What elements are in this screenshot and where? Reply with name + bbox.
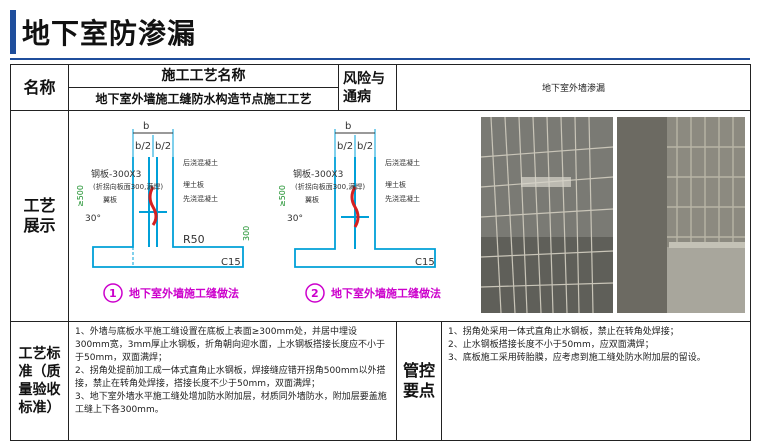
process-name-header: 施工工艺名称	[161, 68, 246, 84]
display-label: 工艺展示	[23, 196, 56, 235]
title-underline	[10, 58, 750, 60]
label-c15: C15	[221, 257, 241, 268]
label-c15: C15	[415, 257, 435, 268]
label-dim1: ≥500	[278, 185, 287, 207]
label-steel: 钢板-300X3	[91, 168, 141, 180]
process-name-value: 地下室外墙施工缝防水构造节点施工工艺	[69, 87, 338, 110]
label-flange: 翼板	[103, 195, 117, 204]
standard-item-2: 2、拐角处提前加工成一体式直角止水钢板，焊接缝应错开拐角500mm以外搭接，禁止…	[75, 366, 386, 389]
process-table: 名称 施工工艺名称 地下室外墙施工缝防水构造节点施工工艺 风险与通病 地下室外墙…	[10, 64, 751, 441]
risk-value: 地下室外墙渗漏	[396, 64, 751, 111]
control-item-3: 3、底板施工采用砖胎膜，应考虑到施工缝处防水附加层的留设。	[448, 353, 706, 363]
standard-label-cell: 工艺标准（质量验收标准）	[10, 321, 69, 441]
site-photo-2	[617, 117, 745, 313]
display-images-cell: b b/2 b/2 钢板-300X3 (折拐向板面300,满焊) 翼板 后浇混凝…	[68, 110, 751, 322]
standard-text-cell: 1、外墙与底板水平施工缝设置在底板上表面≥300mm处，并居中埋设300mm宽，…	[68, 321, 397, 441]
standard-label: 工艺标准（质量验收标准）	[18, 346, 61, 416]
display-label-cell: 工艺展示	[10, 110, 69, 322]
standard-item-1: 1、外墙与底板水平施工缝设置在底板上表面≥300mm处，并居中埋设300mm宽，…	[75, 327, 385, 363]
name-label-cell: 名称	[10, 64, 69, 111]
title-bar: 地下室防渗漏	[0, 0, 760, 60]
label-angle: 30°	[287, 214, 303, 224]
title-accent-bar	[10, 10, 16, 54]
label-b: b	[345, 121, 351, 132]
control-text: 1、拐角处采用一体式直角止水钢板，禁止在转角处焊接； 2、止水钢板搭接长度不小于…	[442, 322, 750, 440]
label-b: b	[143, 121, 149, 132]
drawing-1-caption: 地下室外墙施工缝做法	[129, 286, 239, 300]
page-title: 地下室防渗漏	[22, 17, 197, 50]
label-b2-right: b/2	[357, 141, 373, 152]
label-dim1: ≥500	[76, 185, 85, 207]
image-strip: b b/2 b/2 钢板-300X3 (折拐向板面300,满焊) 翼板 后浇混凝…	[69, 111, 750, 321]
control-item-2: 2、止水钢板搭接长度不小于50mm，应双面满焊；	[448, 340, 654, 350]
drawing-2-caption: 地下室外墙施工缝做法	[331, 286, 441, 300]
label-r50: R50	[183, 233, 205, 246]
label-soil: 埋土板	[385, 180, 406, 189]
label-pour-first: 先浇混凝土	[183, 194, 218, 203]
risk-label: 风险与通病	[343, 70, 385, 105]
name-label: 名称	[23, 77, 56, 97]
label-angle: 30°	[85, 214, 101, 224]
label-dim2: 300	[242, 226, 251, 241]
label-b2-left: b/2	[337, 141, 353, 152]
label-steel-note: (折拐向板面300,满焊)	[295, 182, 365, 191]
detail-drawing-1: b b/2 b/2 钢板-300X3 (折拐向板面300,满焊) 翼板 后浇混凝…	[76, 121, 251, 303]
control-cell: 管控要点 1、拐角处采用一体式直角止水钢板，禁止在转角处焊接； 2、止水钢板搭接…	[396, 321, 751, 441]
label-steel-note: (折拐向板面300,满焊)	[93, 182, 163, 191]
control-item-1: 1、拐角处采用一体式直角止水钢板，禁止在转角处焊接；	[448, 327, 679, 337]
site-photo-1	[481, 117, 613, 313]
drawing-2-number: 2	[311, 287, 319, 300]
control-label-box: 管控要点	[397, 322, 442, 440]
drawing-1-number: 1	[109, 287, 117, 300]
detail-drawing-2: b b/2 b/2 钢板-300X3 (折拐向板面300,满焊) 翼板 后浇混凝…	[278, 121, 441, 303]
label-pour-first: 先浇混凝土	[385, 194, 420, 203]
process-name-cell: 施工工艺名称 地下室外墙施工缝防水构造节点施工工艺	[68, 64, 339, 111]
control-label: 管控要点	[402, 361, 435, 400]
label-pour-later: 后浇混凝土	[183, 158, 218, 167]
label-soil: 埋土板	[183, 180, 204, 189]
label-flange: 翼板	[305, 195, 319, 204]
label-b2-left: b/2	[135, 141, 151, 152]
standard-item-3: 3、地下室外墙水平施工缝处增加防水附加层，材质同外墙防水，附加层要盖施工缝上下各…	[75, 392, 387, 415]
risk-label-cell: 风险与通病	[338, 64, 397, 111]
label-b2-right: b/2	[155, 141, 171, 152]
label-pour-later: 后浇混凝土	[385, 158, 420, 167]
label-steel: 钢板-300X3	[293, 168, 343, 180]
